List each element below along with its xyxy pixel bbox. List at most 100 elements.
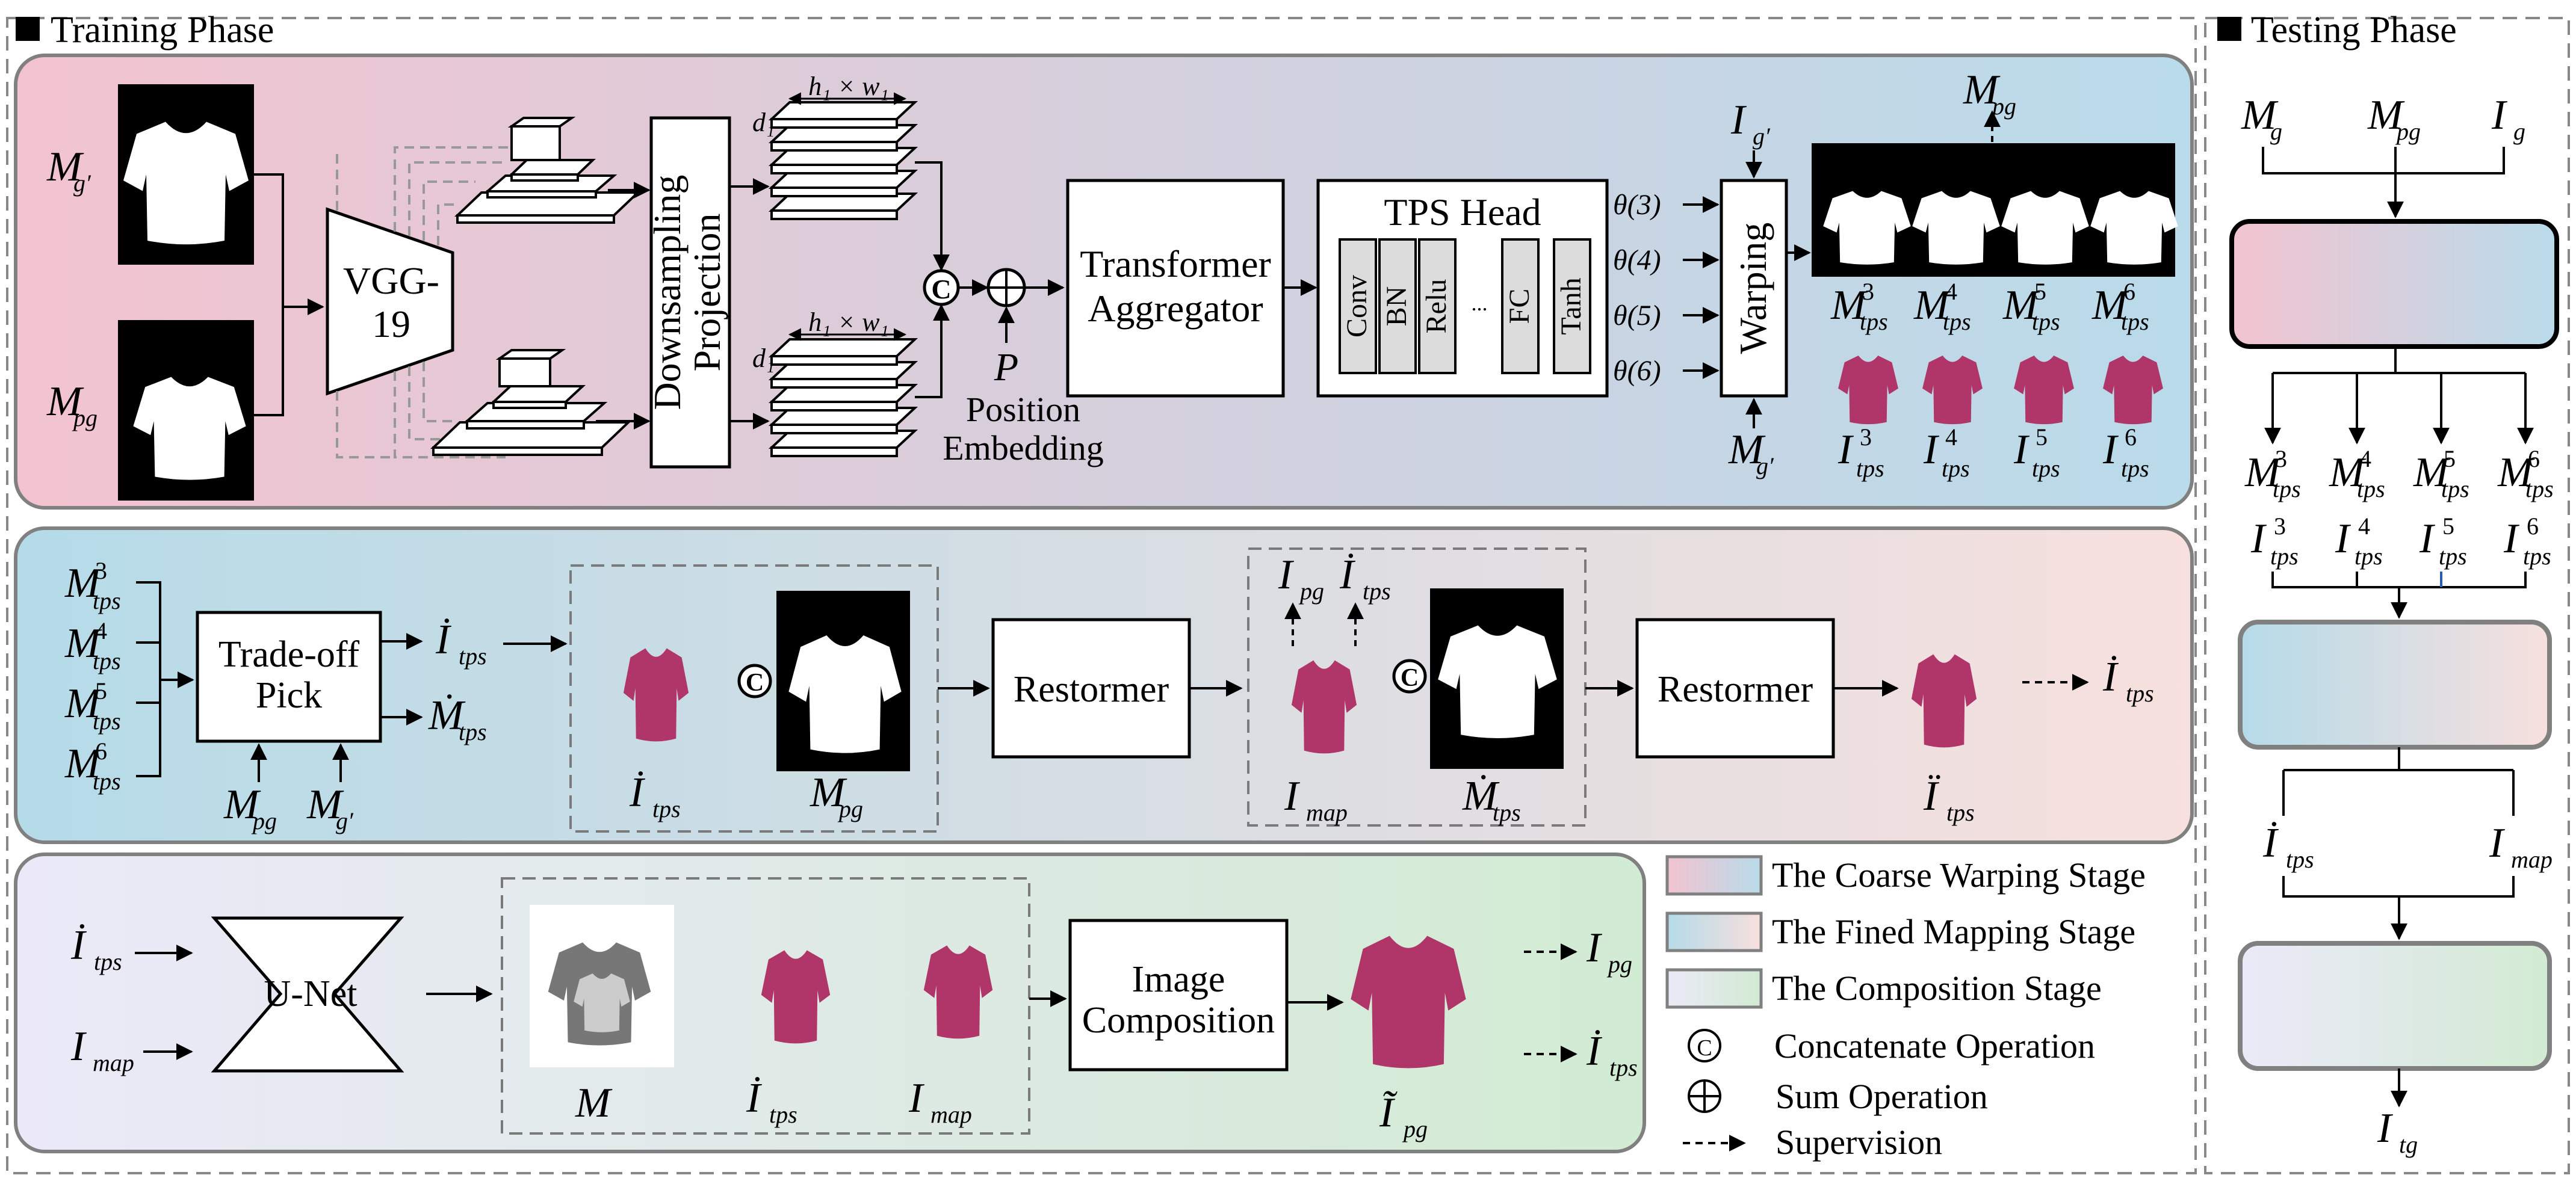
- svg-text:g′: g′: [73, 170, 91, 197]
- svg-text:pg: pg: [251, 807, 277, 834]
- tps-layer-relu: Relu: [1420, 279, 1452, 334]
- svg-text:3: 3: [2275, 445, 2287, 472]
- svg-text:M: M: [1830, 282, 1868, 328]
- feature-pyramid-bottom: [430, 349, 631, 456]
- svg-text:C: C: [1401, 664, 1419, 692]
- svg-text:İ: İ: [2262, 820, 2279, 866]
- transformer-aggregator-block: [1066, 179, 1285, 398]
- svg-text:map: map: [93, 1049, 134, 1076]
- testing-phase-frame: [2204, 17, 2570, 1174]
- svg-text:6: 6: [95, 738, 107, 765]
- svg-text:6: 6: [2528, 445, 2540, 472]
- svg-text:I: I: [2377, 1105, 2394, 1152]
- trade-off-label-2: Pick: [256, 675, 322, 716]
- svg-text:C: C: [746, 669, 764, 697]
- svg-text:tps: tps: [769, 1101, 797, 1128]
- vgg19-block: [326, 207, 454, 396]
- svg-text:M: M: [64, 620, 102, 667]
- svg-text:M: M: [1913, 282, 1951, 328]
- svg-text:tps: tps: [93, 768, 121, 795]
- vgg19-label-1: VGG-: [343, 259, 439, 302]
- svg-text:M: M: [46, 144, 84, 190]
- svg-text:M: M: [2497, 449, 2535, 496]
- svg-text:tps: tps: [459, 718, 487, 745]
- m-tps-idx-6: 6: [2123, 278, 2135, 305]
- svg-text:C: C: [1697, 1035, 1712, 1061]
- training-phase-frame: [6, 17, 2197, 1174]
- svg-text:M: M: [810, 769, 847, 816]
- tps-layer-bn: BN: [1381, 286, 1413, 327]
- svg-text:3: 3: [2274, 513, 2286, 540]
- svg-text:I: I: [1923, 427, 1940, 473]
- m-tps-idx-4: 4: [1945, 278, 1957, 305]
- transformer-label-1: Transformer: [1080, 242, 1271, 285]
- svg-text:İ: İ: [70, 922, 87, 969]
- svg-text:tps: tps: [2126, 680, 2154, 707]
- svg-text:pg: pg: [1990, 93, 2016, 120]
- svg-text:I: I: [1284, 773, 1301, 819]
- tps-layer-tanh: Tanh: [1555, 277, 1587, 335]
- svg-text:M: M: [2329, 449, 2367, 496]
- svg-text:3: 3: [1860, 424, 1872, 451]
- svg-text:map: map: [930, 1101, 972, 1128]
- training-phase-title: Training Phase: [51, 10, 274, 51]
- feature-pyramid-top: [454, 117, 642, 224]
- svg-text:I: I: [1838, 427, 1854, 473]
- svg-text:tps: tps: [459, 643, 487, 670]
- image-composition-block: [1068, 919, 1289, 1071]
- svg-text:6: 6: [2527, 513, 2539, 540]
- svg-text:M: M: [2241, 92, 2279, 138]
- legend-composition: The Composition Stage: [1772, 969, 2102, 1008]
- svg-text:4: 4: [1945, 424, 1957, 451]
- position-embedding-2: Embedding: [943, 428, 1103, 467]
- svg-text:pg: pg: [837, 795, 863, 822]
- tps-head-title: TPS Head: [1384, 191, 1541, 233]
- concat-symbol: C: [931, 274, 951, 304]
- svg-text:tps: tps: [1609, 1054, 1638, 1081]
- svg-text:Ṁ: Ṁ: [1462, 773, 1500, 819]
- svg-text:5: 5: [2444, 445, 2456, 472]
- testing-phase-title: Testing Phase: [2251, 10, 2457, 51]
- svg-text:İ: İ: [1586, 1028, 1603, 1075]
- svg-text:tps: tps: [2032, 308, 2060, 335]
- svg-text:5: 5: [2442, 513, 2454, 540]
- legend-fined: The Fined Mapping Stage: [1772, 912, 2135, 951]
- test-fined-block: [2238, 620, 2552, 750]
- svg-text:tps: tps: [2286, 846, 2314, 873]
- mapping-input-group-1: [569, 564, 939, 833]
- svg-text:4: 4: [2358, 513, 2370, 540]
- svg-text:tps: tps: [1943, 308, 1971, 335]
- svg-text:tps: tps: [2121, 308, 2149, 335]
- svg-text:tps: tps: [1942, 455, 1970, 482]
- restormer-label-1: Restormer: [1014, 669, 1169, 710]
- svg-text:I: I: [2102, 427, 2119, 473]
- theta-5: θ(5): [1613, 300, 1661, 331]
- svg-text:I: I: [2250, 516, 2267, 562]
- svg-text:M: M: [64, 560, 102, 606]
- svg-text:M: M: [2091, 282, 2129, 328]
- test-coarse-block: [2229, 219, 2559, 349]
- svg-text:pg: pg: [1298, 578, 1324, 605]
- tps-layer-dots: ...: [1472, 291, 1488, 315]
- svg-text:I: I: [2489, 820, 2506, 866]
- svg-text:tps: tps: [2523, 543, 2551, 570]
- svg-text:I: I: [1586, 925, 1603, 971]
- tps-layer-fc: FC: [1503, 289, 1535, 324]
- svg-text:pg: pg: [1402, 1115, 1428, 1142]
- downsampling-label-2: Projection: [686, 213, 728, 371]
- m-tps-idx-3: 3: [1862, 278, 1874, 305]
- svg-text:M: M: [1963, 67, 2001, 113]
- svg-text:tps: tps: [2032, 455, 2060, 482]
- warping-block: [1720, 179, 1788, 398]
- svg-text:tps: tps: [1363, 578, 1391, 605]
- svg-text:I: I: [1278, 552, 1295, 598]
- theta-4: θ(4): [1613, 244, 1661, 276]
- trade-off-pick-block: [196, 611, 382, 743]
- warping-label: Warping: [1732, 223, 1774, 354]
- svg-text:map: map: [1306, 799, 1348, 826]
- feature-stack-top: [768, 101, 918, 220]
- svg-text:I: I: [2491, 92, 2508, 138]
- legend-sum: Sum Operation: [1776, 1077, 1988, 1116]
- testing-square-icon: [2217, 17, 2241, 41]
